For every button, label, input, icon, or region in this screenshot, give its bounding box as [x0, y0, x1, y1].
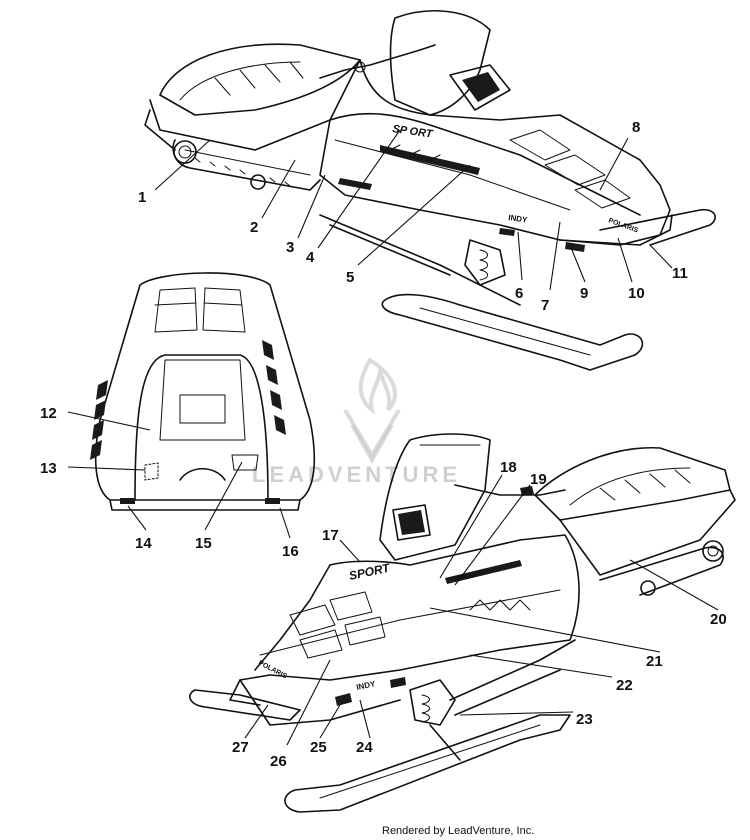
callout-19: 19 [530, 471, 547, 488]
callout-18: 18 [500, 459, 517, 476]
snowmobile-top [144, 10, 716, 371]
render-credit: Rendered by LeadVenture, Inc. [382, 825, 534, 837]
callout-14: 14 [135, 535, 152, 552]
callout-20: 20 [710, 611, 727, 628]
watermark-text: LEADVENTURE [252, 462, 461, 487]
snowmobile-bottom [189, 433, 736, 813]
callout-2: 2 [250, 219, 258, 236]
callout-27: 27 [232, 739, 249, 756]
callout-12: 12 [40, 405, 57, 422]
decal-badge-bottom: INDY [356, 679, 377, 692]
callout-21: 21 [646, 653, 663, 670]
decal-badge-top: INDY [508, 213, 529, 225]
callout-1: 1 [138, 189, 146, 206]
decal-brand-top: POLARIS [607, 217, 639, 234]
callout-10: 10 [628, 285, 645, 302]
decal-brand-bottom: POLARIS [257, 660, 288, 681]
callout-24: 24 [356, 739, 373, 756]
callout-8: 8 [632, 119, 640, 136]
callout-16: 16 [282, 543, 299, 560]
callout-11: 11 [672, 265, 688, 282]
callout-22: 22 [616, 677, 633, 694]
callout-7: 7 [541, 297, 549, 314]
hood-rear-view [90, 272, 316, 511]
callout-5: 5 [346, 269, 354, 286]
callout-26: 26 [270, 753, 287, 770]
callout-15: 15 [195, 535, 212, 552]
decal-model-bottom: SPORT [348, 560, 393, 583]
decal-model-top: SP ORT [392, 123, 435, 141]
leader-lines [67, 129, 719, 746]
callout-23: 23 [576, 711, 593, 728]
callout-25: 25 [310, 739, 327, 756]
callout-6: 6 [515, 285, 523, 302]
callout-4: 4 [306, 249, 315, 266]
callout-13: 13 [40, 460, 57, 477]
callout-17: 17 [322, 527, 339, 544]
callout-9: 9 [580, 285, 588, 302]
callout-3: 3 [286, 239, 294, 256]
watermark-logo [343, 357, 401, 465]
